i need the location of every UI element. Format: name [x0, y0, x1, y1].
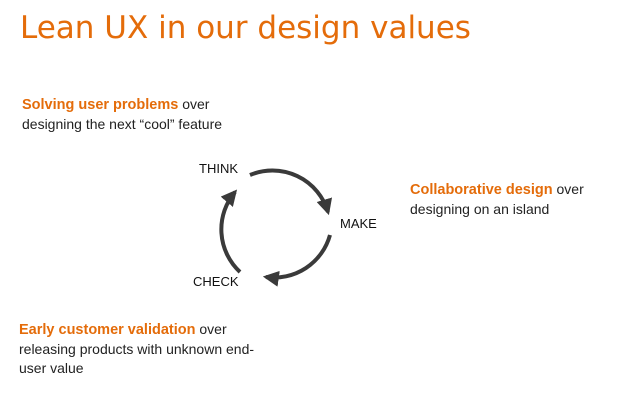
callout-text: over releasing products with unknown end…	[19, 321, 255, 376]
cycle-label-make: MAKE	[340, 216, 377, 231]
callout-emphasis: Collaborative design	[410, 182, 553, 198]
cycle-arrow-make-to-check	[262, 234, 332, 287]
callout-emphasis: Early customer validation	[19, 322, 196, 338]
callout-collaborative-design: Collaborative design over designing on a…	[410, 180, 610, 219]
callout-customer-validation: Early customer validation over releasing…	[19, 320, 264, 378]
cycle-label-think: THINK	[199, 161, 238, 176]
cycle-arrow-think-to-make	[249, 168, 333, 216]
slide-title: Lean UX in our design values	[20, 10, 471, 46]
callout-text: over designing the next “cool” feature	[22, 96, 223, 132]
callout-emphasis: Solving user problems	[22, 97, 179, 113]
callout-user-problems: Solving user problems over designing the…	[22, 95, 262, 134]
cycle-label-check: CHECK	[193, 274, 239, 289]
callout-text: over designing on an island	[410, 181, 584, 217]
cycle-arrow-check-to-think	[219, 189, 242, 274]
